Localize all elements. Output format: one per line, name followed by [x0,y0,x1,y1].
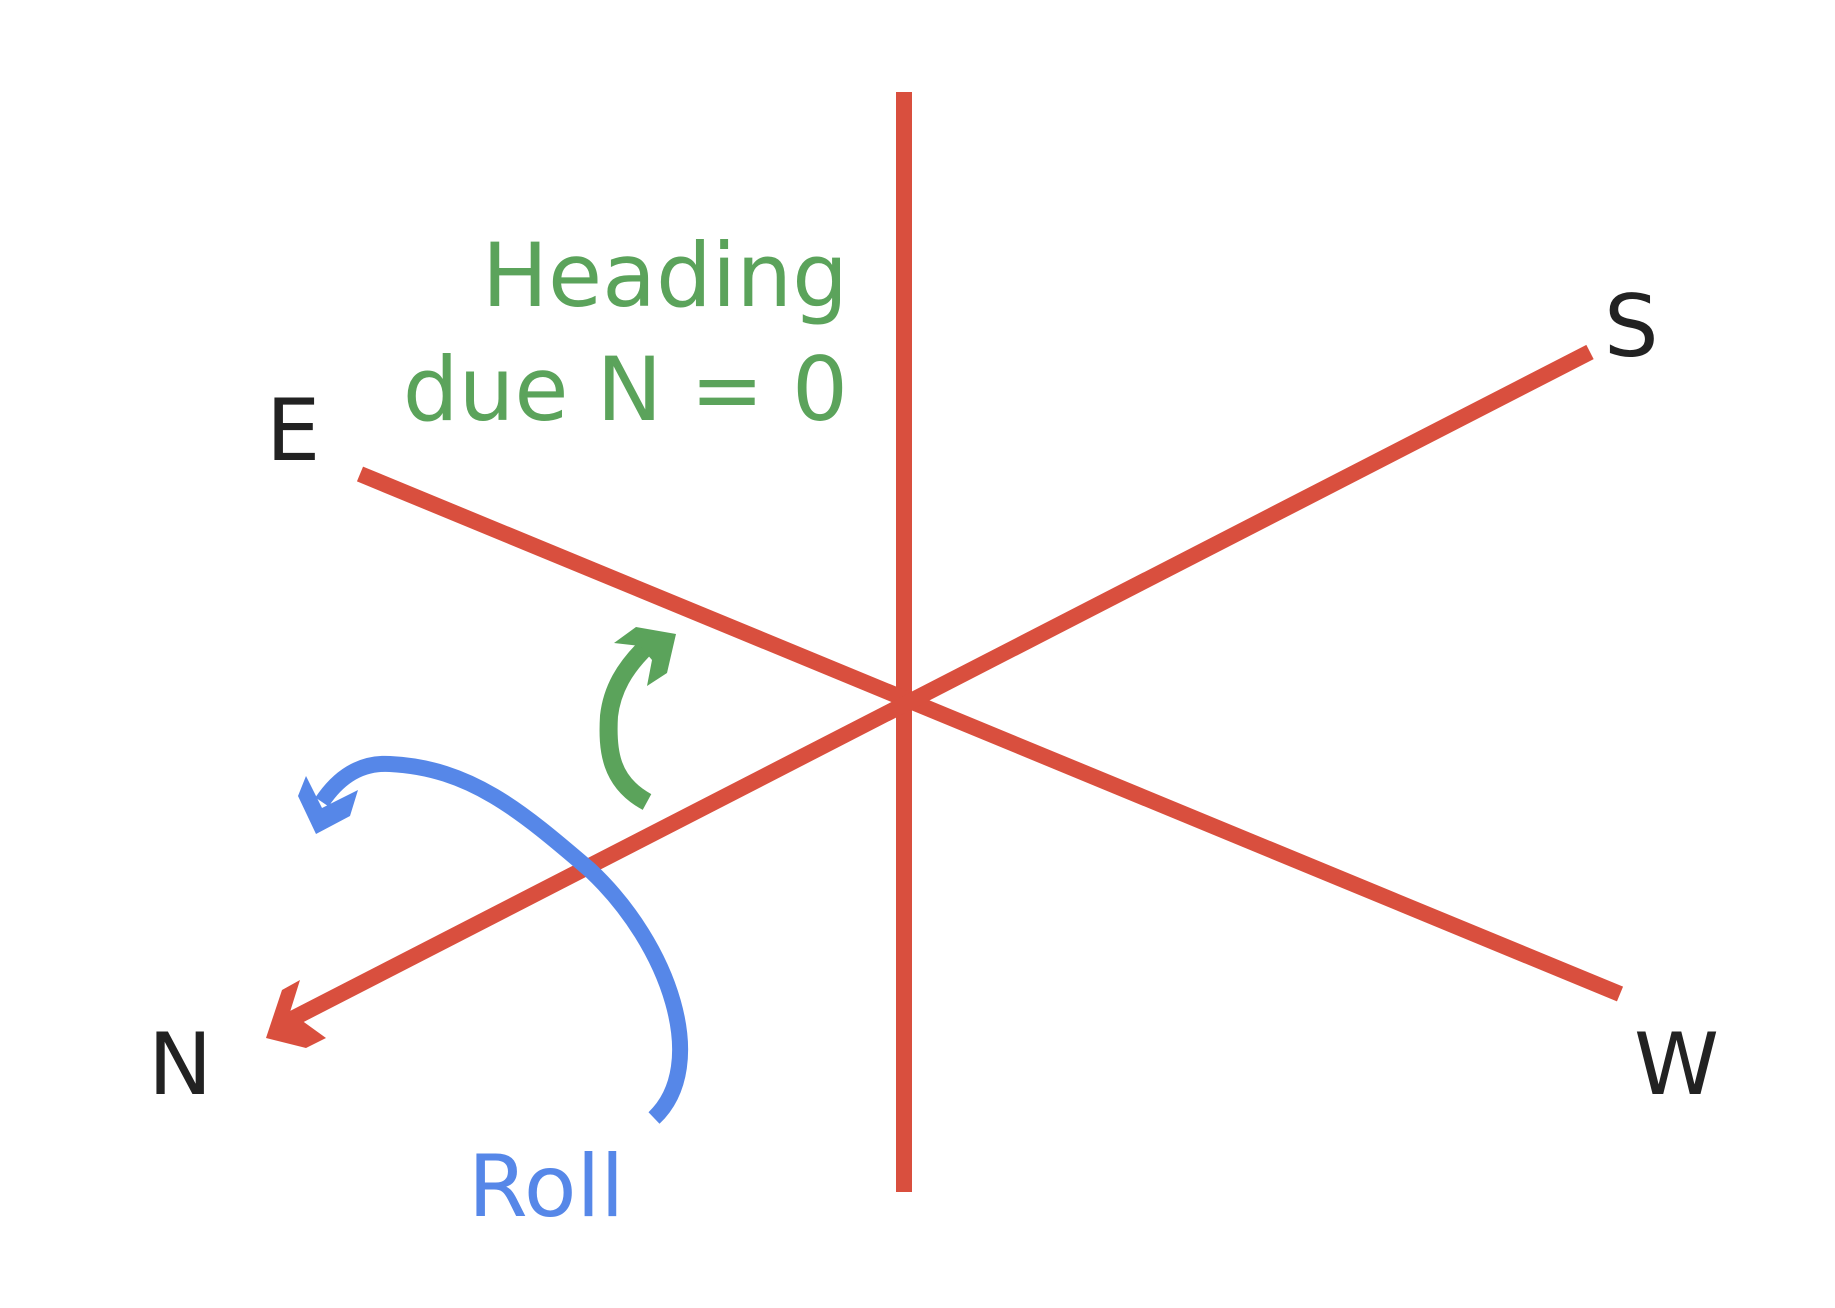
heading-rotation-arc [599,638,655,810]
compass-label-north: N [148,1015,212,1115]
heading-label-line2: due N = 0 [403,338,848,441]
roll-label: Roll [468,1137,624,1237]
roll-rotation-curve [315,755,689,1124]
heading-label-line1: Heading [482,224,848,327]
compass-label-west: W [1634,1015,1719,1115]
compass-label-south: S [1604,277,1659,377]
compass-label-east: E [266,381,320,481]
north-south-axis [286,344,1594,1028]
roll-arrow-head [298,776,358,834]
north-arrow-head [266,980,326,1048]
heading-arrow-head [614,627,676,686]
east-west-axis [356,466,1624,1002]
